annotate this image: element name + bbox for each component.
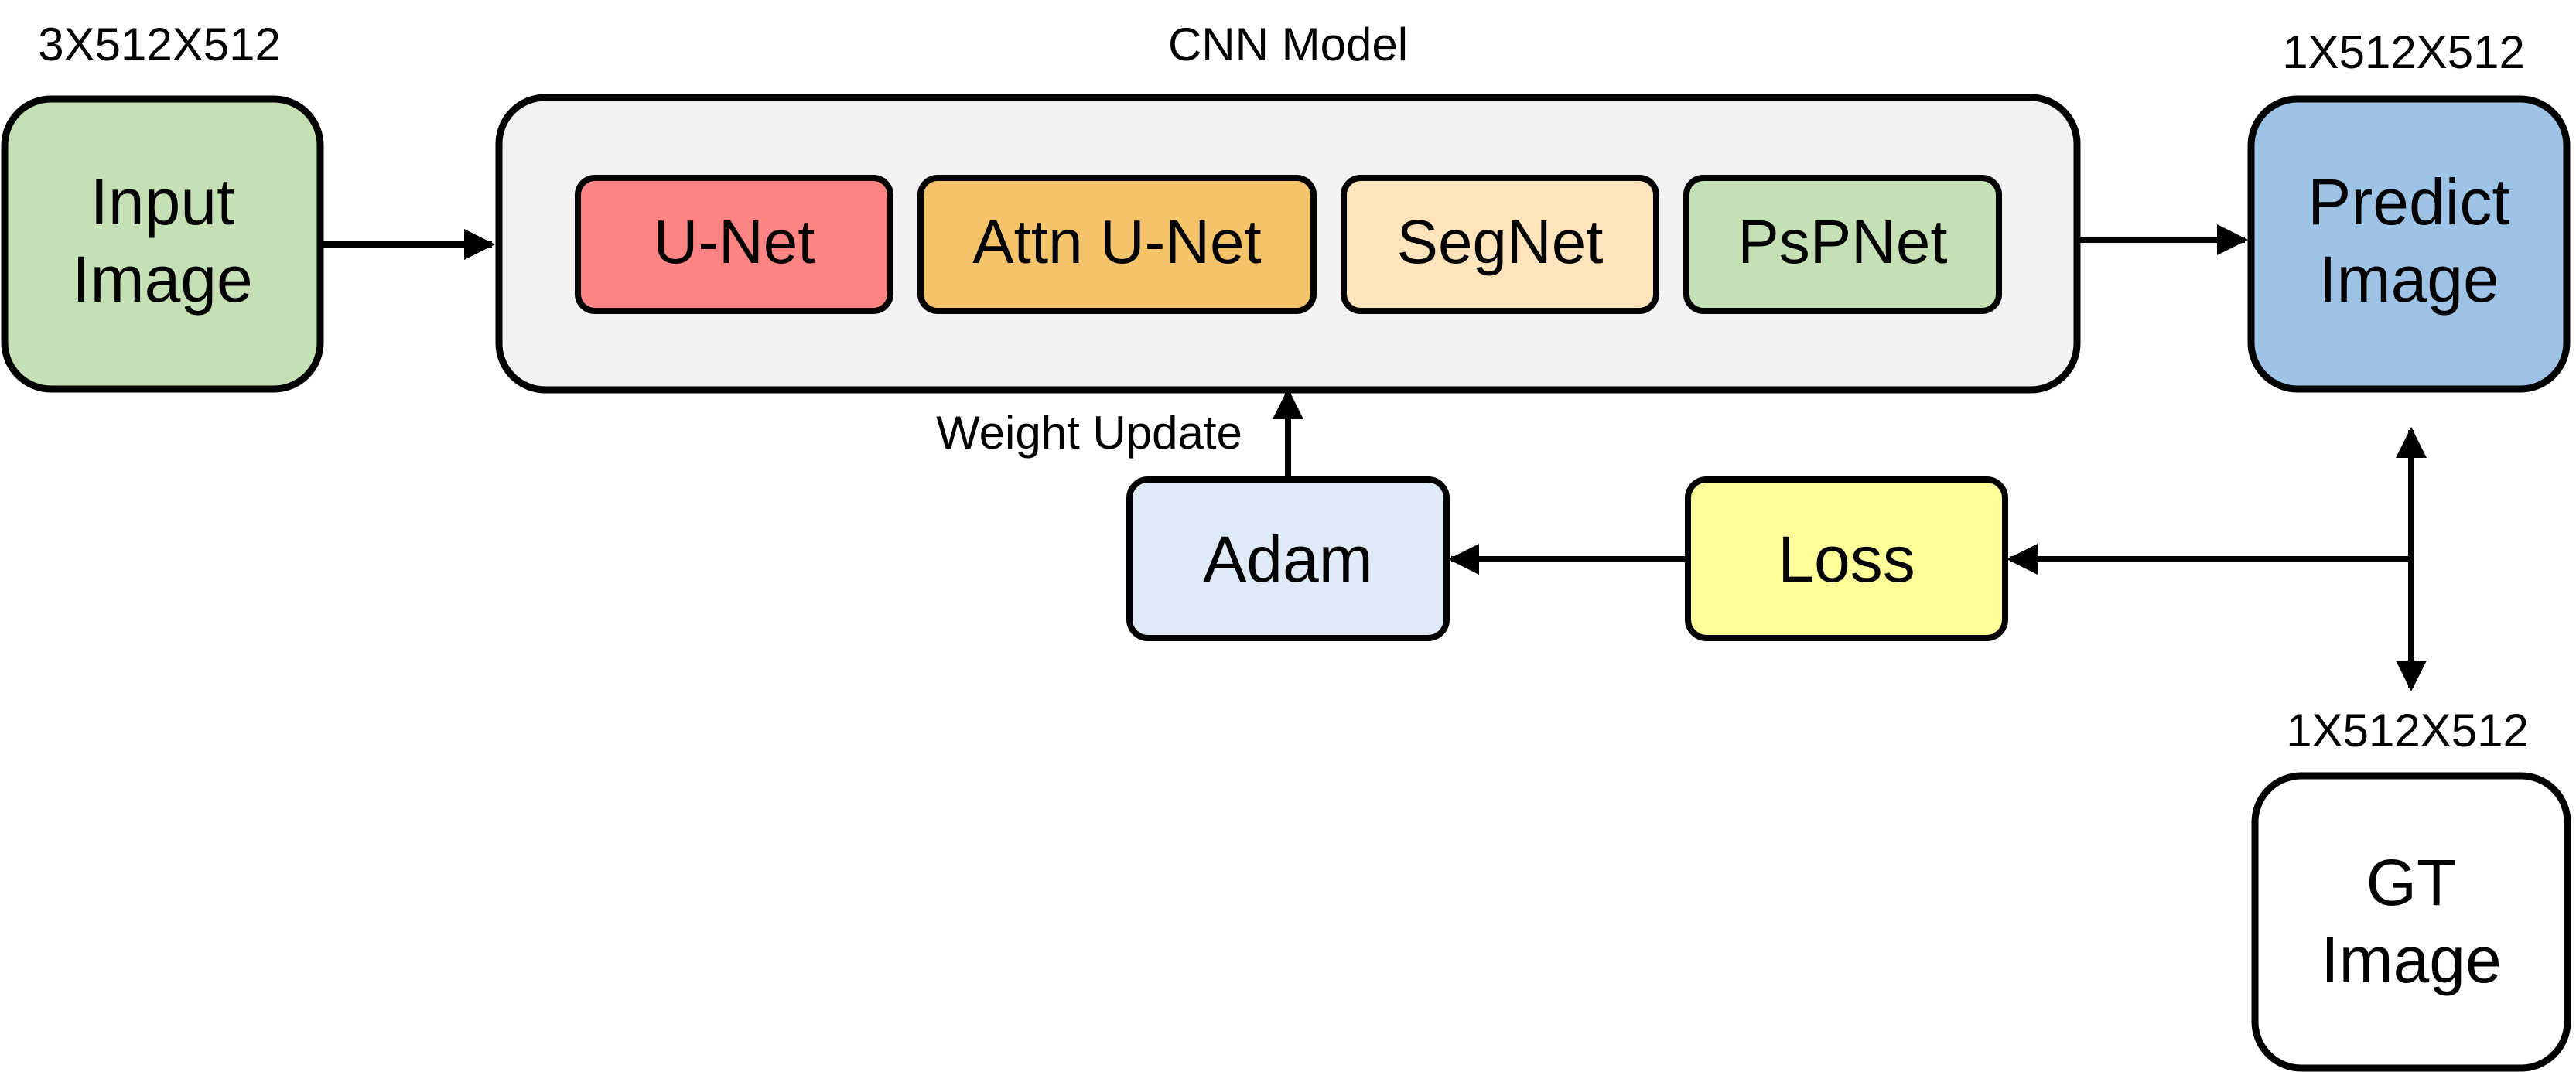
- predict-image-label-line2: Image: [2318, 243, 2499, 316]
- predict-image-label-line1: Predict: [2308, 166, 2509, 238]
- weight-update-label: Weight Update: [936, 407, 1242, 459]
- model-box-segnet-shape: [1341, 175, 1659, 314]
- loss-label: Loss: [1778, 523, 1915, 596]
- model-box-pspnet-shape: [1683, 175, 2002, 314]
- model-box-segnet: SegNet: [1341, 175, 1659, 314]
- model-box-pspnet: PsPNet: [1683, 175, 2002, 314]
- loss-box: Loss: [1685, 476, 2008, 641]
- adam-label: Adam: [1203, 523, 1372, 596]
- predict-image-box: Predict Image: [2247, 95, 2571, 393]
- model-label-pspnet: PsPNet: [1737, 207, 1947, 276]
- input-dims-label: 3X512X512: [38, 19, 281, 70]
- predict-image-shape: [2247, 95, 2571, 393]
- input-image-label-line1: Input: [91, 166, 235, 238]
- gt-image-label-line1: GT: [2366, 846, 2457, 919]
- gt-image-shape: [2251, 772, 2571, 1072]
- model-box-unet-shape: [575, 175, 893, 314]
- adam-box: Adam: [1126, 476, 1450, 641]
- input-image-box: Input Image: [1, 95, 324, 393]
- input-image-shape: [1, 95, 324, 393]
- input-image-label-line2: Image: [72, 243, 252, 316]
- adam-shape: [1126, 476, 1450, 641]
- predict-dims-label: 1X512X512: [2282, 26, 2525, 78]
- model-label-unet: U-Net: [654, 207, 815, 276]
- model-label-segnet: SegNet: [1397, 207, 1604, 276]
- model-label-attn-unet: Attn U-Net: [972, 207, 1261, 276]
- gt-image-label-line2: Image: [2321, 923, 2501, 996]
- cnn-model-container: U-Net Attn U-Net SegNet PsPNet: [495, 94, 2081, 394]
- model-title-label: CNN Model: [1168, 19, 1408, 70]
- model-box-attn-unet-shape: [917, 175, 1317, 314]
- model-box-attn-unet: Attn U-Net: [917, 175, 1317, 314]
- gt-dims-label: 1X512X512: [2286, 705, 2529, 756]
- model-box-unet: U-Net: [575, 175, 893, 314]
- gt-image-box: GT Image: [2251, 772, 2571, 1072]
